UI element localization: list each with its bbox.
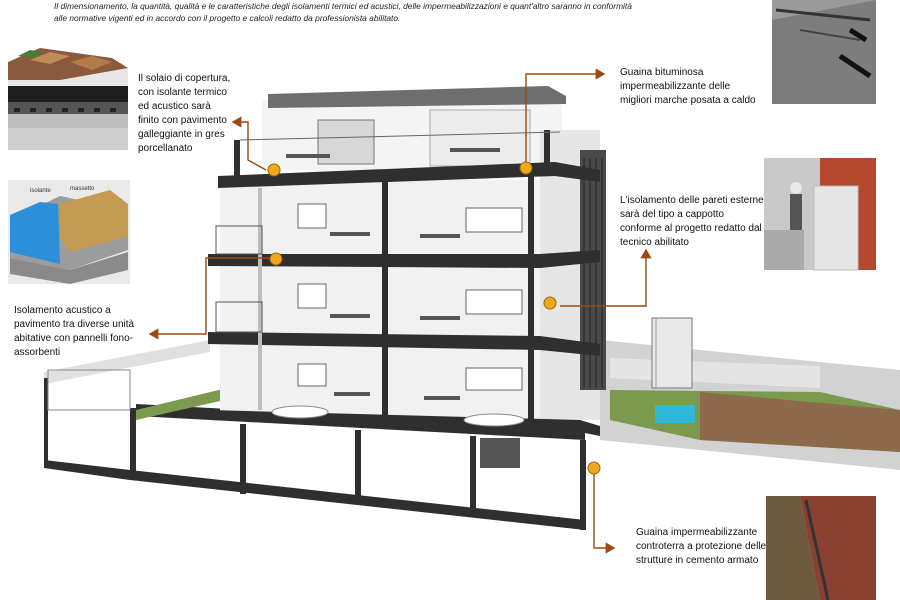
- annotation-line: abitative con pannelli fono-: [14, 333, 133, 344]
- annotation-roof-slab: Il solaio di copertura, con isolante ter…: [138, 72, 230, 156]
- leader-lines: [148, 68, 652, 554]
- annotation-line: impermeabilizzante delle: [620, 81, 731, 92]
- annotation-line: galleggiante in gres: [138, 129, 225, 140]
- annotation-line: Guaina bituminosa: [620, 67, 704, 78]
- annotation-wall-insulation: L'isolamento delle pareti esterne sarà d…: [620, 194, 764, 250]
- annotation-line: tecnico abilitato: [620, 237, 689, 248]
- intro-line-2: alle normative vigenti ed in accordo con…: [54, 13, 401, 23]
- thumbnail-floor-layers: [8, 180, 130, 284]
- annotation-line: Il solaio di copertura,: [138, 73, 231, 84]
- annotation-line: strutture in cemento armato: [636, 555, 759, 566]
- annotation-line: sarà del tipo a cappotto: [620, 209, 724, 220]
- annotation-line: assorbenti: [14, 347, 61, 358]
- marker-roof: [267, 163, 281, 177]
- thumbnail-roof-layers: [8, 48, 128, 150]
- annotation-line: con isolante termico: [138, 87, 227, 98]
- annotation-line: porcellanato: [138, 143, 193, 154]
- intro-line-1: Il dimensionamento, la quantità, qualità…: [54, 1, 632, 11]
- photo-external-insulation: [764, 158, 876, 271]
- thumb-label-massetto: massetto: [70, 186, 95, 192]
- marker-roof-membrane: [519, 161, 533, 175]
- annotation-floor-acoustic: Isolamento acustico a pavimento tra dive…: [14, 304, 134, 360]
- annotation-line: pavimento tra diverse unità: [14, 319, 135, 330]
- annotation-line: ed acustico sarà: [138, 101, 211, 112]
- photo-bituminous-membrane: [772, 0, 876, 104]
- annotation-line: migliori marche posata a caldo: [620, 95, 756, 106]
- building-cutaway: [44, 86, 900, 530]
- annotation-line: conforme al progetto redatto dal: [620, 223, 762, 234]
- marker-foundation: [587, 461, 601, 475]
- marker-floor-acoustic: [269, 252, 283, 266]
- annotation-roof-membrane: Guaina bituminosa impermeabilizzante del…: [620, 66, 756, 108]
- annotation-line: L'isolamento delle pareti esterne: [620, 195, 764, 206]
- intro-text: Il dimensionamento, la quantità, qualità…: [54, 0, 674, 24]
- annotation-line: finito con pavimento: [138, 115, 227, 126]
- marker-wall-insulation: [543, 296, 557, 310]
- photo-foundation-membrane: [766, 496, 876, 600]
- annotation-line: controterra a protezione delle: [636, 541, 767, 552]
- annotation-line: Isolamento acustico a: [14, 305, 111, 316]
- thumb-label-isolante: isolante: [30, 188, 51, 194]
- annotation-markers: [267, 161, 601, 475]
- annotation-line: Guaina impermeabilizzante: [636, 527, 758, 538]
- annotation-foundation-membrane: Guaina impermeabilizzante controterra a …: [636, 526, 766, 568]
